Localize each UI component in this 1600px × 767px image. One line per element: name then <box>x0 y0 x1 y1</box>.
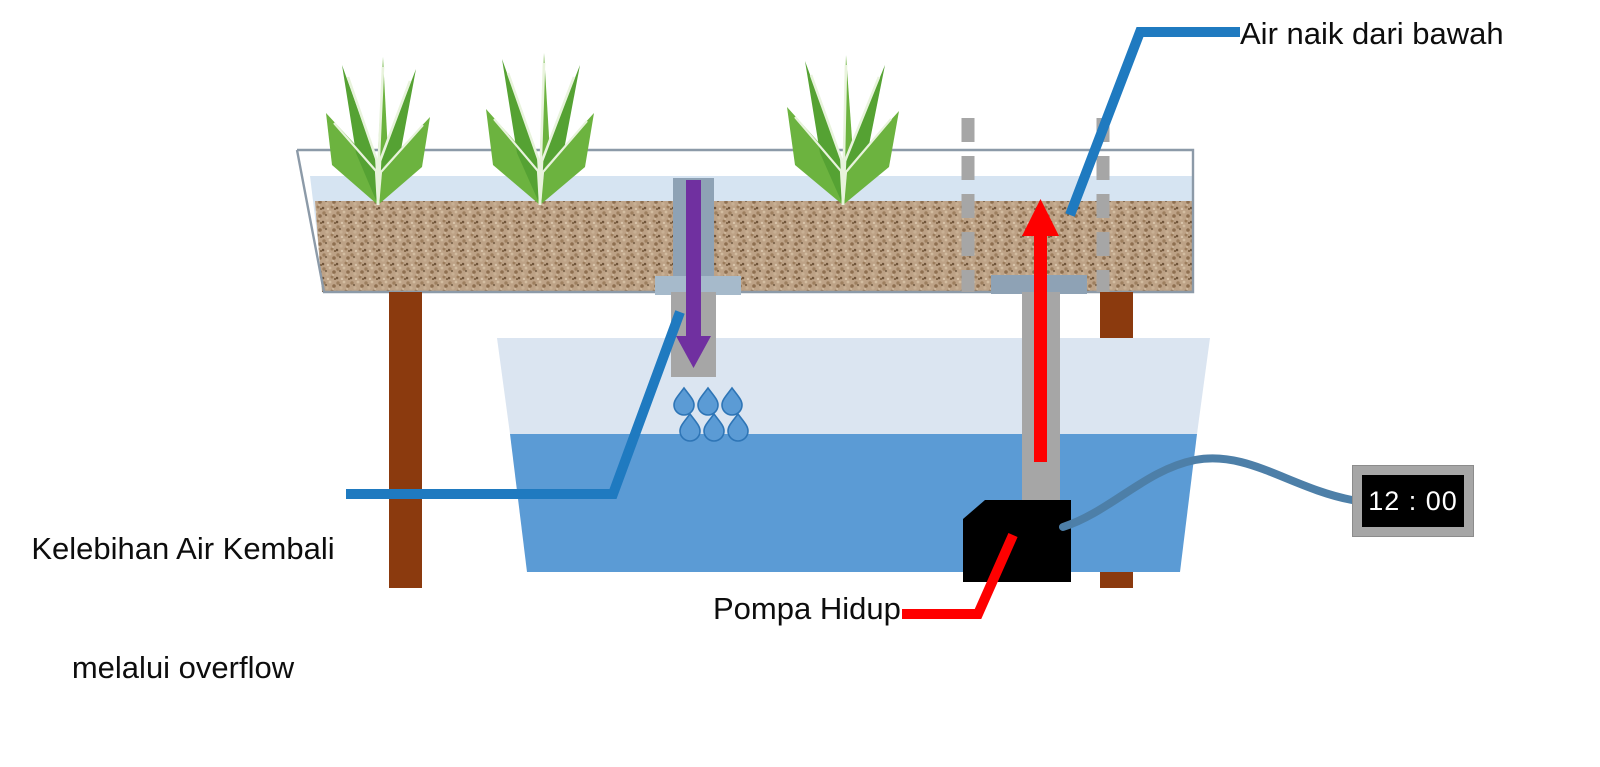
label-overflow-line1: Kelebihan Air Kembali <box>31 531 335 567</box>
plants <box>326 53 899 206</box>
diagram-canvas: Air naik dari bawah Kelebihan Air Kembal… <box>31 16 1504 686</box>
plant-1 <box>326 57 430 206</box>
timer-screen: 12 : 00 <box>1362 475 1464 527</box>
timer-device[interactable]: 12 : 00 <box>1352 465 1474 537</box>
droplet <box>727 412 749 442</box>
reservoir-tank <box>497 338 1210 572</box>
droplet <box>679 412 701 442</box>
water-pump <box>963 500 1071 582</box>
droplet <box>703 412 725 442</box>
overflow-standpipe <box>655 178 741 377</box>
grow-bed-media <box>315 201 1193 292</box>
droplet <box>697 386 719 416</box>
riser-and-pump <box>963 199 1356 582</box>
drip-droplets <box>673 386 749 442</box>
label-kelebihan-air-kembali: Kelebihan Air Kembali melalui overflow <box>18 450 348 767</box>
callout-pompa <box>902 532 1018 619</box>
label-air-naik-dari-bawah: Air naik dari bawah <box>1240 16 1504 51</box>
pump-power-cord <box>1059 454 1356 531</box>
callout-overflow <box>346 310 685 499</box>
reservoir-air-space <box>497 338 1210 434</box>
label-overflow-line2: melalui overflow <box>71 650 295 686</box>
up-flow-arrow <box>1022 199 1059 462</box>
droplet <box>673 386 695 416</box>
label-pompa-hidup: Pompa Hidup <box>713 591 901 626</box>
down-flow-arrow <box>676 180 711 368</box>
reservoir-water <box>510 434 1197 572</box>
support-leg-left <box>389 292 422 588</box>
plant-2 <box>486 53 594 206</box>
siphon-chamber-walls <box>961 118 1110 292</box>
grow-bed <box>295 148 1195 294</box>
aquaponics-diagram <box>295 27 1356 619</box>
timer-value: 12 : 00 <box>1368 485 1458 516</box>
plant-3 <box>787 55 899 206</box>
callout-leaders <box>346 27 1240 619</box>
callout-air-naik <box>1065 27 1240 217</box>
droplet <box>721 386 743 416</box>
grow-bed-outline <box>295 148 1195 294</box>
